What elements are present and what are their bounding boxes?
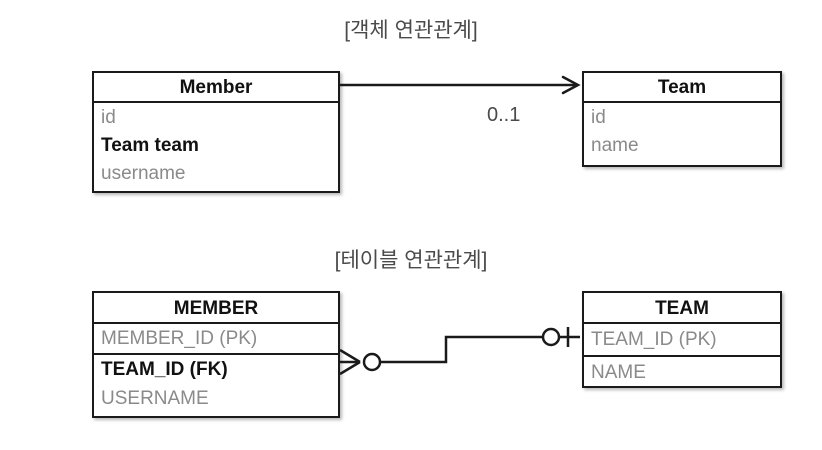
attribute-row: id (591, 107, 606, 128)
relationship-crowsfoot-member-to-team (339, 327, 580, 376)
attribute-row: name (591, 135, 639, 156)
entity-box-team-table[interactable]: TEAM TEAM_ID (PK) NAME (582, 291, 782, 388)
table-section-title: [테이블 연관관계] (334, 249, 488, 272)
entity-box-member-table[interactable]: MEMBER MEMBER_ID (PK) TEAM_ID (FK) USERN… (92, 291, 340, 418)
relationship-line (366, 335, 560, 364)
association-arrow-member-to-team (340, 75, 581, 95)
crows-foot-zero-circle-icon (362, 352, 382, 372)
object-section-title: [객체 연관관계] (344, 19, 478, 42)
entity-header-member-object: Member (94, 73, 338, 103)
entity-box-team-object[interactable]: Team id name (582, 71, 782, 167)
attribute-list-team-table: TEAM_ID (PK) NAME (584, 324, 780, 388)
attribute-list-team-object: id name (584, 103, 780, 162)
attribute-row: Team team (101, 135, 199, 156)
attribute-row: id (101, 107, 116, 128)
attribute-row-foreign-key: TEAM_ID (FK) (101, 359, 228, 380)
attribute-list-member-table: MEMBER_ID (PK) TEAM_ID (FK) USERNAME (94, 324, 338, 413)
multiplicity-label-0-1: 0..1 (487, 104, 521, 126)
attribute-row: USERNAME (101, 388, 209, 409)
crows-foot-zero-circle-icon (541, 327, 561, 347)
entity-header-member-table: MEMBER (94, 293, 338, 324)
entity-header-team-table: TEAM (584, 293, 780, 324)
attribute-row-primary-key: MEMBER_ID (PK) (94, 324, 338, 355)
attribute-row-primary-key: TEAM_ID (PK) (584, 324, 780, 357)
open-arrowhead-icon (561, 75, 581, 95)
entity-box-member-object[interactable]: Member id Team team username (92, 71, 340, 193)
attribute-list-member-object: id Team team username (94, 103, 338, 190)
crows-foot-many-icon (339, 348, 361, 376)
entity-header-team-object: Team (584, 73, 780, 103)
attribute-row: username (101, 163, 186, 184)
attribute-row: NAME (591, 362, 646, 383)
